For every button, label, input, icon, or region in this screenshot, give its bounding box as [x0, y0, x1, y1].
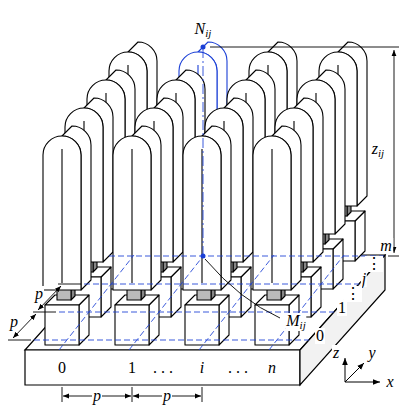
- figure-label: m: [379, 238, 393, 254]
- figure-label: ⋮: [365, 256, 383, 272]
- dimensions: [8, 47, 399, 402]
- figure-label: p: [34, 286, 44, 302]
- points: [201, 45, 206, 259]
- figure-label: j: [361, 271, 367, 287]
- grid-lines: [34, 47, 384, 350]
- figure-label: z: [332, 345, 340, 361]
- figure-label: zij: [371, 141, 385, 159]
- figure-label: 0: [315, 328, 325, 344]
- figure-label: p: [92, 388, 102, 404]
- figure-label: Nij: [194, 21, 213, 39]
- figure-label: y: [367, 345, 376, 361]
- figure-label: 0: [57, 360, 67, 376]
- figure-label: n: [267, 360, 277, 376]
- figure-label: . . .: [227, 360, 249, 376]
- figure-label: 1: [127, 360, 137, 376]
- figure-label: i: [199, 360, 205, 376]
- figure-label: . . .: [152, 360, 174, 376]
- figure-label: 1: [337, 300, 347, 316]
- figure-label: p: [162, 388, 172, 404]
- pins: [43, 42, 367, 345]
- figure-label: x: [385, 374, 394, 390]
- axes: [345, 358, 380, 382]
- figure-label: p: [9, 314, 19, 330]
- figure-label: Mij: [285, 313, 306, 331]
